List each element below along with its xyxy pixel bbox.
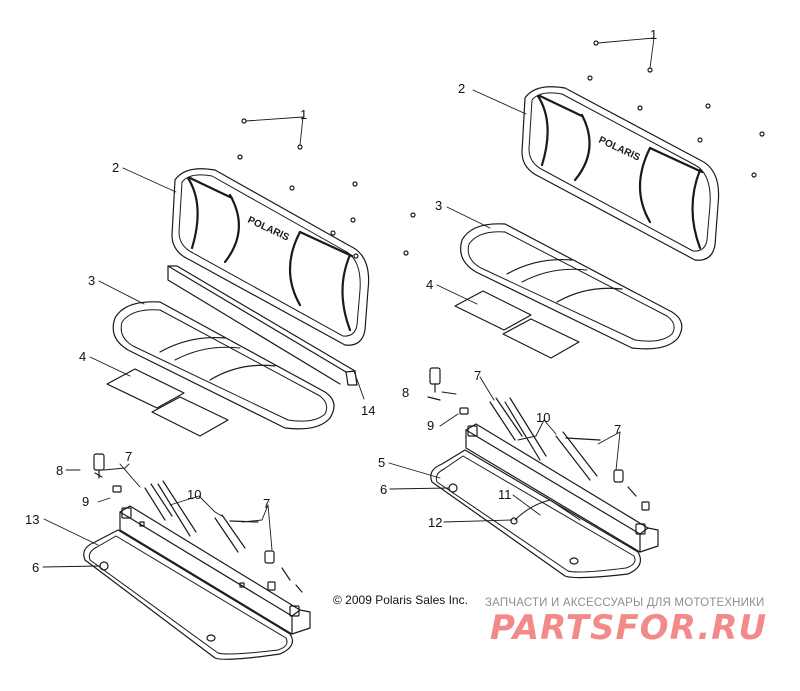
watermark-logo: PARTSFOR.RU [490, 608, 768, 648]
callout-right-cable: 11 [498, 487, 512, 502]
left-pads [106, 368, 229, 437]
callout-right-backrest: 2 [458, 81, 466, 96]
callout-left-latch-a: 7 [125, 449, 133, 464]
callout-left-backrest: 2 [112, 160, 120, 175]
callout-left-trim-strip: 14 [361, 403, 376, 418]
right-base-frame [430, 423, 659, 579]
left-base-frame [83, 505, 311, 660]
right-belt-parts [427, 367, 650, 511]
callout-left-screws: 1 [300, 107, 308, 122]
callout-left-frame: 13 [25, 512, 40, 527]
left-backrest-brand: POLARIS [246, 215, 291, 244]
callout-right-latch-a: 7 [474, 368, 482, 383]
callout-right-base-pad: 6 [380, 482, 388, 497]
callout-right-screws: 1 [650, 27, 658, 42]
callout-right-cushion: 3 [435, 198, 443, 213]
left-leaders [42, 116, 365, 568]
callout-left-belt: 10 [187, 487, 202, 502]
callout-right-latch-b: 7 [614, 422, 622, 437]
callout-left-latch-b: 7 [263, 496, 271, 511]
watermark-caption: ЗАПЧАСТИ И АКСЕССУАРЫ ДЛЯ МОТОТЕХНИКИ [485, 597, 765, 609]
copyright-notice: © 2009 Polaris Sales Inc. [333, 593, 468, 607]
right-leaders [388, 37, 655, 523]
callout-right-bushing: 9 [427, 418, 435, 433]
callout-left-cushion: 3 [88, 273, 96, 288]
callout-right-clip: 12 [428, 515, 443, 530]
callout-left-pin: 8 [56, 463, 64, 478]
left-trim-strip [167, 265, 358, 386]
callout-right-base: 5 [378, 455, 386, 470]
left-cushion [112, 301, 335, 430]
right-backrest: POLARIS [521, 86, 720, 261]
callout-right-belt: 10 [536, 410, 551, 425]
right-cushion [460, 223, 683, 350]
right-pads [454, 290, 580, 359]
callout-left-base-pad: 6 [32, 560, 40, 575]
right-backrest-brand: POLARIS [597, 135, 642, 164]
left-belt-parts [93, 453, 303, 593]
callout-right-pads: 4 [426, 277, 434, 292]
right-screws [403, 40, 765, 256]
left-backrest: POLARIS [171, 168, 370, 346]
callout-left-pads: 4 [79, 349, 87, 364]
callout-right-pin: 8 [402, 385, 410, 400]
callout-left-bushing: 9 [82, 494, 90, 509]
